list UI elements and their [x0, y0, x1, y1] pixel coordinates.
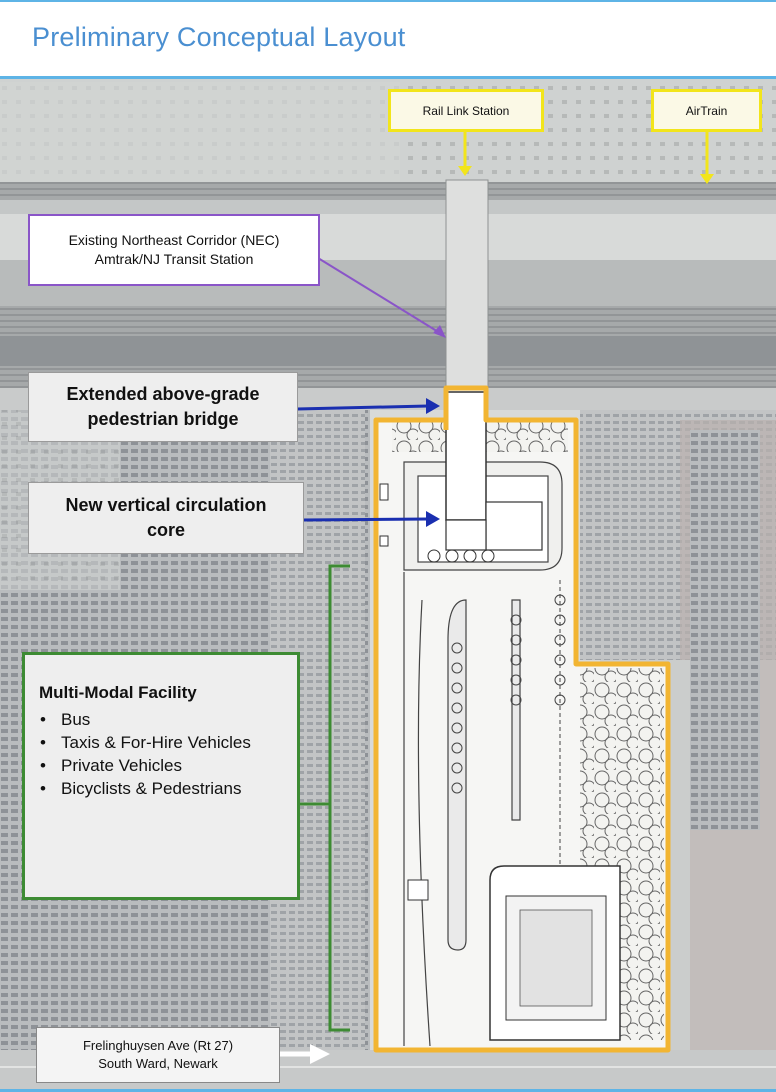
page-title: Preliminary Conceptual Layout — [32, 22, 406, 52]
nec-station-label-line1: Existing Northeast Corridor (NEC) — [68, 232, 280, 248]
circulation-core-label-line1: New vertical circulation — [65, 495, 267, 515]
list-item: Private Vehicles — [39, 754, 251, 777]
circulation-core-label-line2: core — [146, 520, 186, 540]
multi-modal-facility-list: Bus Taxis & For-Hire Vehicles Private Ve… — [39, 708, 251, 800]
multi-modal-facility-heading: Multi-Modal Facility — [39, 683, 197, 702]
list-item: Bus — [39, 708, 251, 731]
airtrain-callout: AirTrain — [651, 89, 762, 132]
rail-link-station-label: Rail Link Station — [422, 103, 510, 118]
rail-link-station-callout: Rail Link Station — [388, 89, 544, 132]
nec-station-callout: Existing Northeast Corridor (NEC) Amtrak… — [28, 214, 320, 286]
top-rule — [0, 0, 776, 2]
pedestrian-bridge-label-line1: Extended above-grade — [66, 384, 260, 404]
airtrain-label: AirTrain — [685, 103, 728, 118]
pedestrian-bridge-label-line2: pedestrian bridge — [87, 409, 239, 429]
bottom-rule — [0, 1089, 776, 1092]
list-item: Taxis & For-Hire Vehicles — [39, 731, 251, 754]
title-rule — [0, 76, 776, 79]
list-item: Bicyclists & Pedestrians — [39, 777, 251, 800]
road-label-line1: Frelinghuysen Ave (Rt 27) — [82, 1038, 234, 1053]
nec-station-label-line2: Amtrak/NJ Transit Station — [94, 251, 254, 267]
road-label-line2: South Ward, Newark — [98, 1056, 218, 1071]
pedestrian-bridge-callout: Extended above-grade pedestrian bridge — [28, 372, 298, 442]
circulation-core-callout: New vertical circulation core — [28, 482, 304, 554]
multi-modal-facility-callout: Multi-Modal Facility Bus Taxis & For-Hir… — [22, 652, 300, 900]
frelinghuysen-ave-callout: Frelinghuysen Ave (Rt 27) South Ward, Ne… — [36, 1027, 280, 1083]
